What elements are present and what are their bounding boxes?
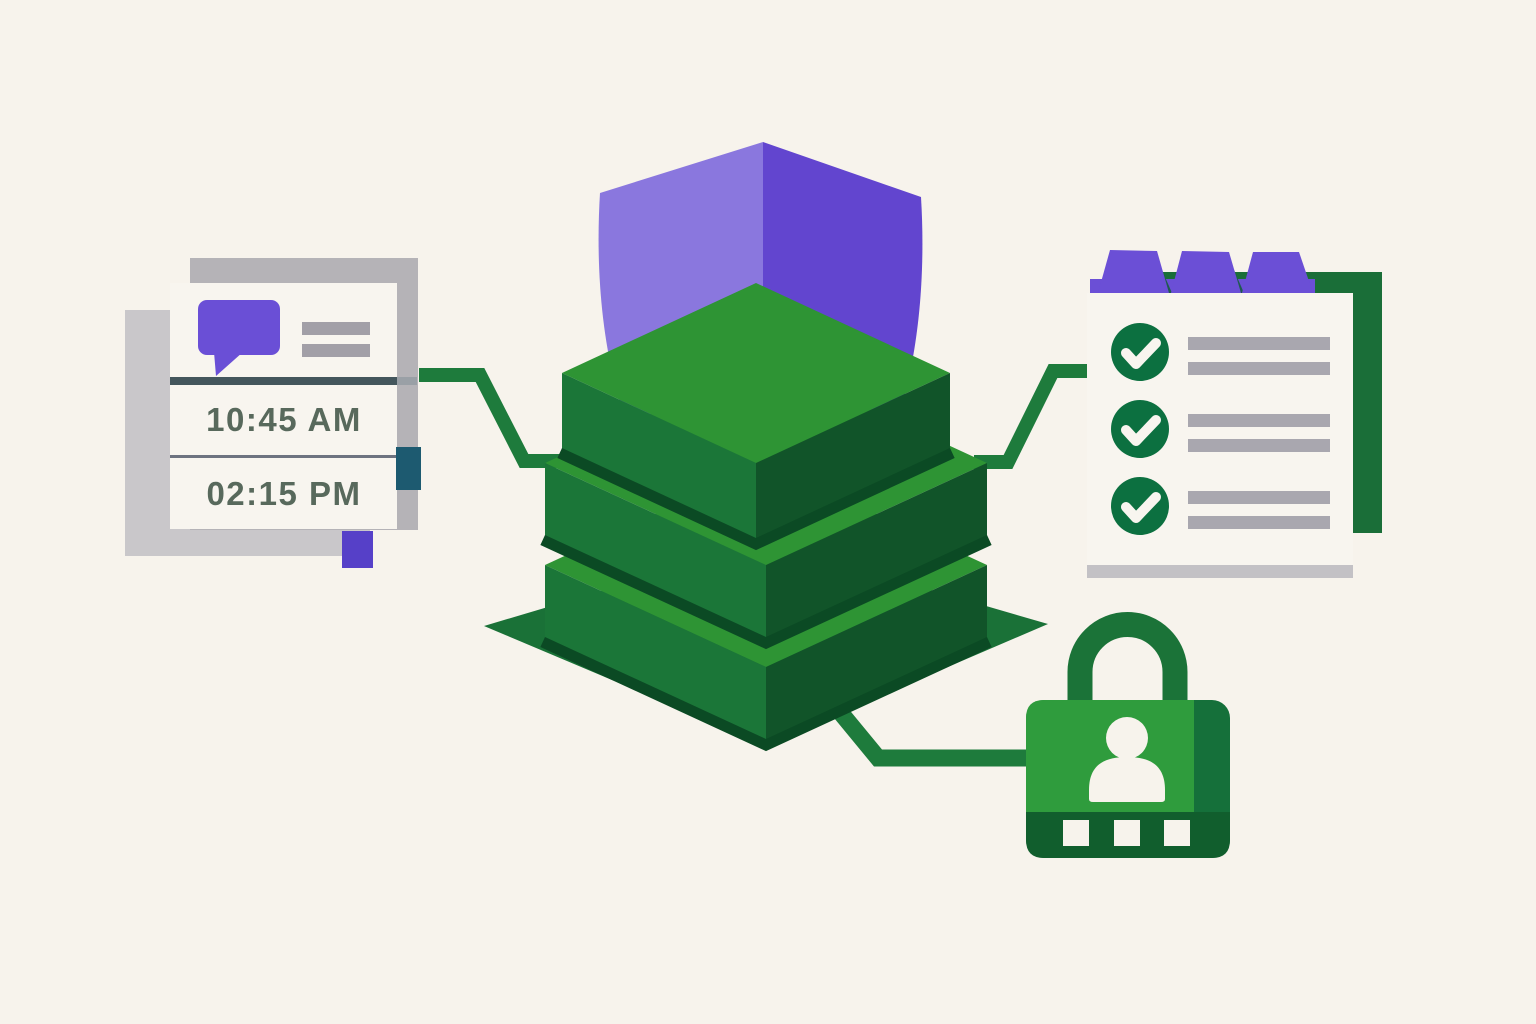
folder-tab <box>1171 251 1241 293</box>
layer-middle-left-face <box>545 463 766 637</box>
keypad-square <box>1164 820 1190 846</box>
card-divider-end <box>397 377 417 385</box>
checklist-card <box>1087 250 1382 578</box>
layer-middle-right-face <box>766 463 987 637</box>
speech-bubble-icon <box>198 300 280 376</box>
folder-tab <box>1242 252 1313 293</box>
placeholder-line <box>302 344 370 357</box>
checklist-line <box>1188 414 1330 427</box>
checklist-row <box>1111 323 1330 381</box>
checklist-bottom-bar <box>1087 565 1353 578</box>
layer-bottom-right-face <box>766 565 987 739</box>
user-head <box>1106 717 1148 759</box>
user-body <box>1089 757 1165 802</box>
checklist-line <box>1188 362 1330 375</box>
check-circle-icon <box>1111 400 1169 458</box>
row-separator <box>170 455 397 458</box>
checklist-row <box>1111 477 1330 535</box>
connector-schedule-to-stack <box>419 368 572 468</box>
keypad-square <box>1063 820 1089 846</box>
check-mark <box>1121 415 1161 446</box>
card-divider <box>170 377 397 385</box>
check-circle-icon <box>1111 477 1169 535</box>
placeholder-line <box>302 322 370 335</box>
keypad-square <box>1114 820 1140 846</box>
schedule-card: 10:45 AM 02:15 PM <box>125 258 421 568</box>
checklist-line <box>1188 516 1330 529</box>
data-stack-icon <box>484 283 1048 752</box>
stack-layer-top <box>562 283 950 538</box>
time-entry-2: 02:15 PM <box>206 475 361 512</box>
padlock-icon <box>1026 612 1230 858</box>
layer-top-left-face <box>562 373 756 538</box>
check-circle-icon <box>1111 323 1169 381</box>
folder-tabs-icon <box>1090 250 1315 295</box>
checklist-line <box>1188 439 1330 452</box>
purple-accent-square <box>342 531 373 568</box>
lock-shackle <box>1067 612 1188 706</box>
checklist-row <box>1111 400 1330 458</box>
check-mark <box>1121 338 1161 369</box>
time-entry-1: 10:45 AM <box>206 401 362 438</box>
checklist-line <box>1188 491 1330 504</box>
check-mark <box>1121 492 1161 523</box>
user-icon <box>1089 717 1165 802</box>
layer-top-right-face <box>756 373 950 538</box>
folder-tab <box>1098 250 1169 293</box>
speech-bubble-tail <box>214 352 243 376</box>
layer-bottom-left-face <box>545 565 766 739</box>
teal-accent-square <box>396 447 421 490</box>
keypad-icon <box>1063 820 1190 846</box>
connector-stack-to-checklist <box>974 364 1088 469</box>
checklist-line <box>1188 337 1330 350</box>
speech-bubble-body <box>198 300 280 355</box>
